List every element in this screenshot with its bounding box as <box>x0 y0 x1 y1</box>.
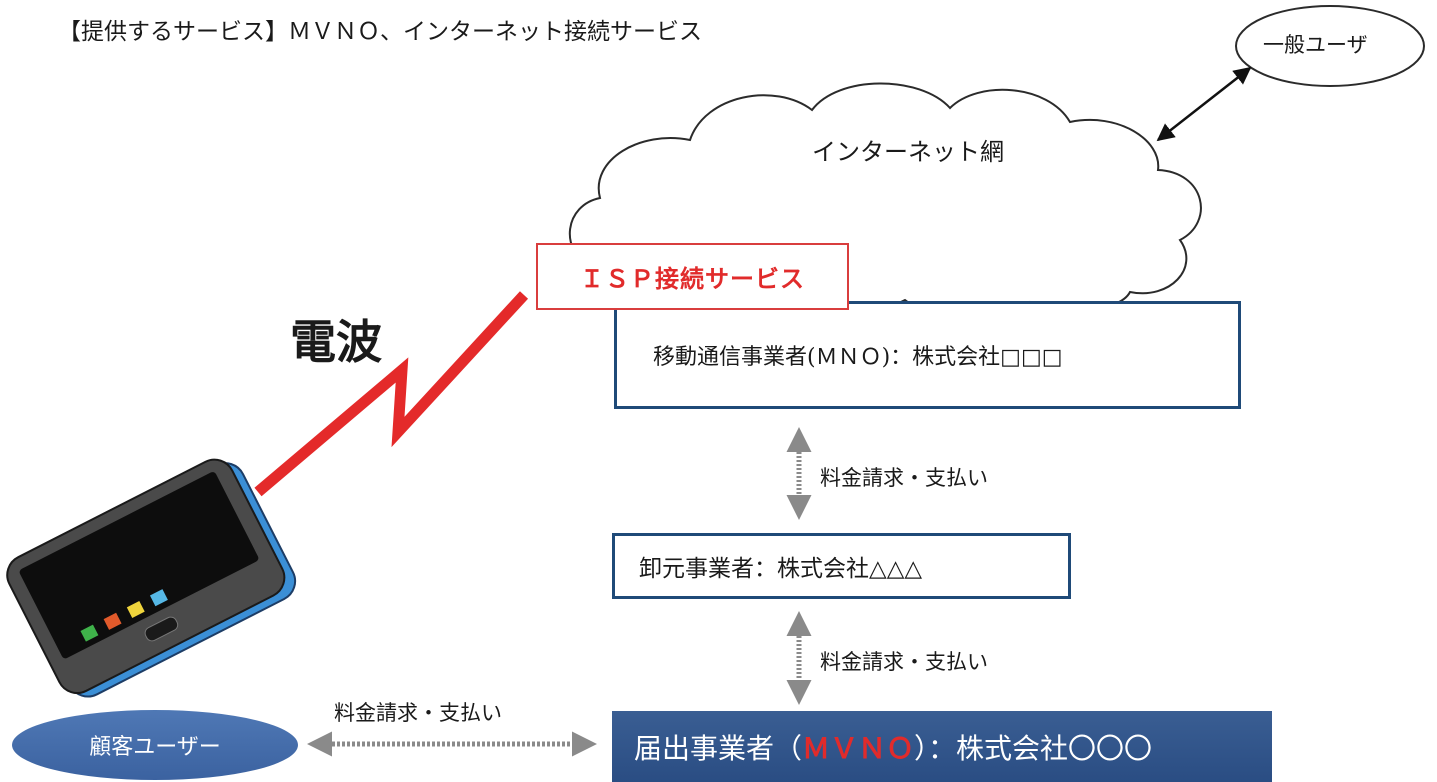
mvno-box: 届出事業者（ＭＶＮＯ）：株式会社〇〇〇 <box>612 711 1272 782</box>
page-title: 【提供するサービス】ＭＶＮＯ、インターネット接続サービス <box>58 19 702 45</box>
mvno-label-suffix: ）：株式会社〇〇〇 <box>914 731 1153 765</box>
mno-box: 移動通信事業者(ＭＮＯ)：株式会社□□□ <box>614 301 1241 409</box>
isp-service-label: ＩＳＰ接続サービス <box>580 265 805 293</box>
radio-wave-label: 電波 <box>290 315 382 369</box>
wholesaler-label: 卸元事業者：株式会社△△△ <box>639 556 923 582</box>
customer-mvno-flow-label: 料金請求・支払い <box>334 701 502 725</box>
wholesaler-box: 卸元事業者：株式会社△△△ <box>612 533 1071 599</box>
mvno-label-highlight: ＭＶＮＯ <box>802 731 915 765</box>
mno-wholesaler-flow-label: 料金請求・支払い <box>820 466 988 490</box>
wholesaler-mvno-flow-label: 料金請求・支払い <box>820 650 988 674</box>
smartphone <box>6 458 297 698</box>
internet-cloud-label: インターネット網 <box>812 138 1004 166</box>
mno-label: 移動通信事業者(ＭＮＯ)：株式会社□□□ <box>653 345 1063 370</box>
customer-user-label: 顧客ユーザー <box>89 735 221 760</box>
general-user-label: 一般ユーザ <box>1263 33 1368 57</box>
customer-user-ellipse: 顧客ユーザー <box>12 710 298 780</box>
internet-user-arrow <box>1156 66 1252 142</box>
mvno-label-prefix: 届出事業者（ <box>634 731 803 765</box>
radio-wave-bolt <box>254 291 529 497</box>
isp-service-box: ＩＳＰ接続サービス <box>536 243 849 310</box>
general-user-ellipse <box>1235 5 1425 87</box>
